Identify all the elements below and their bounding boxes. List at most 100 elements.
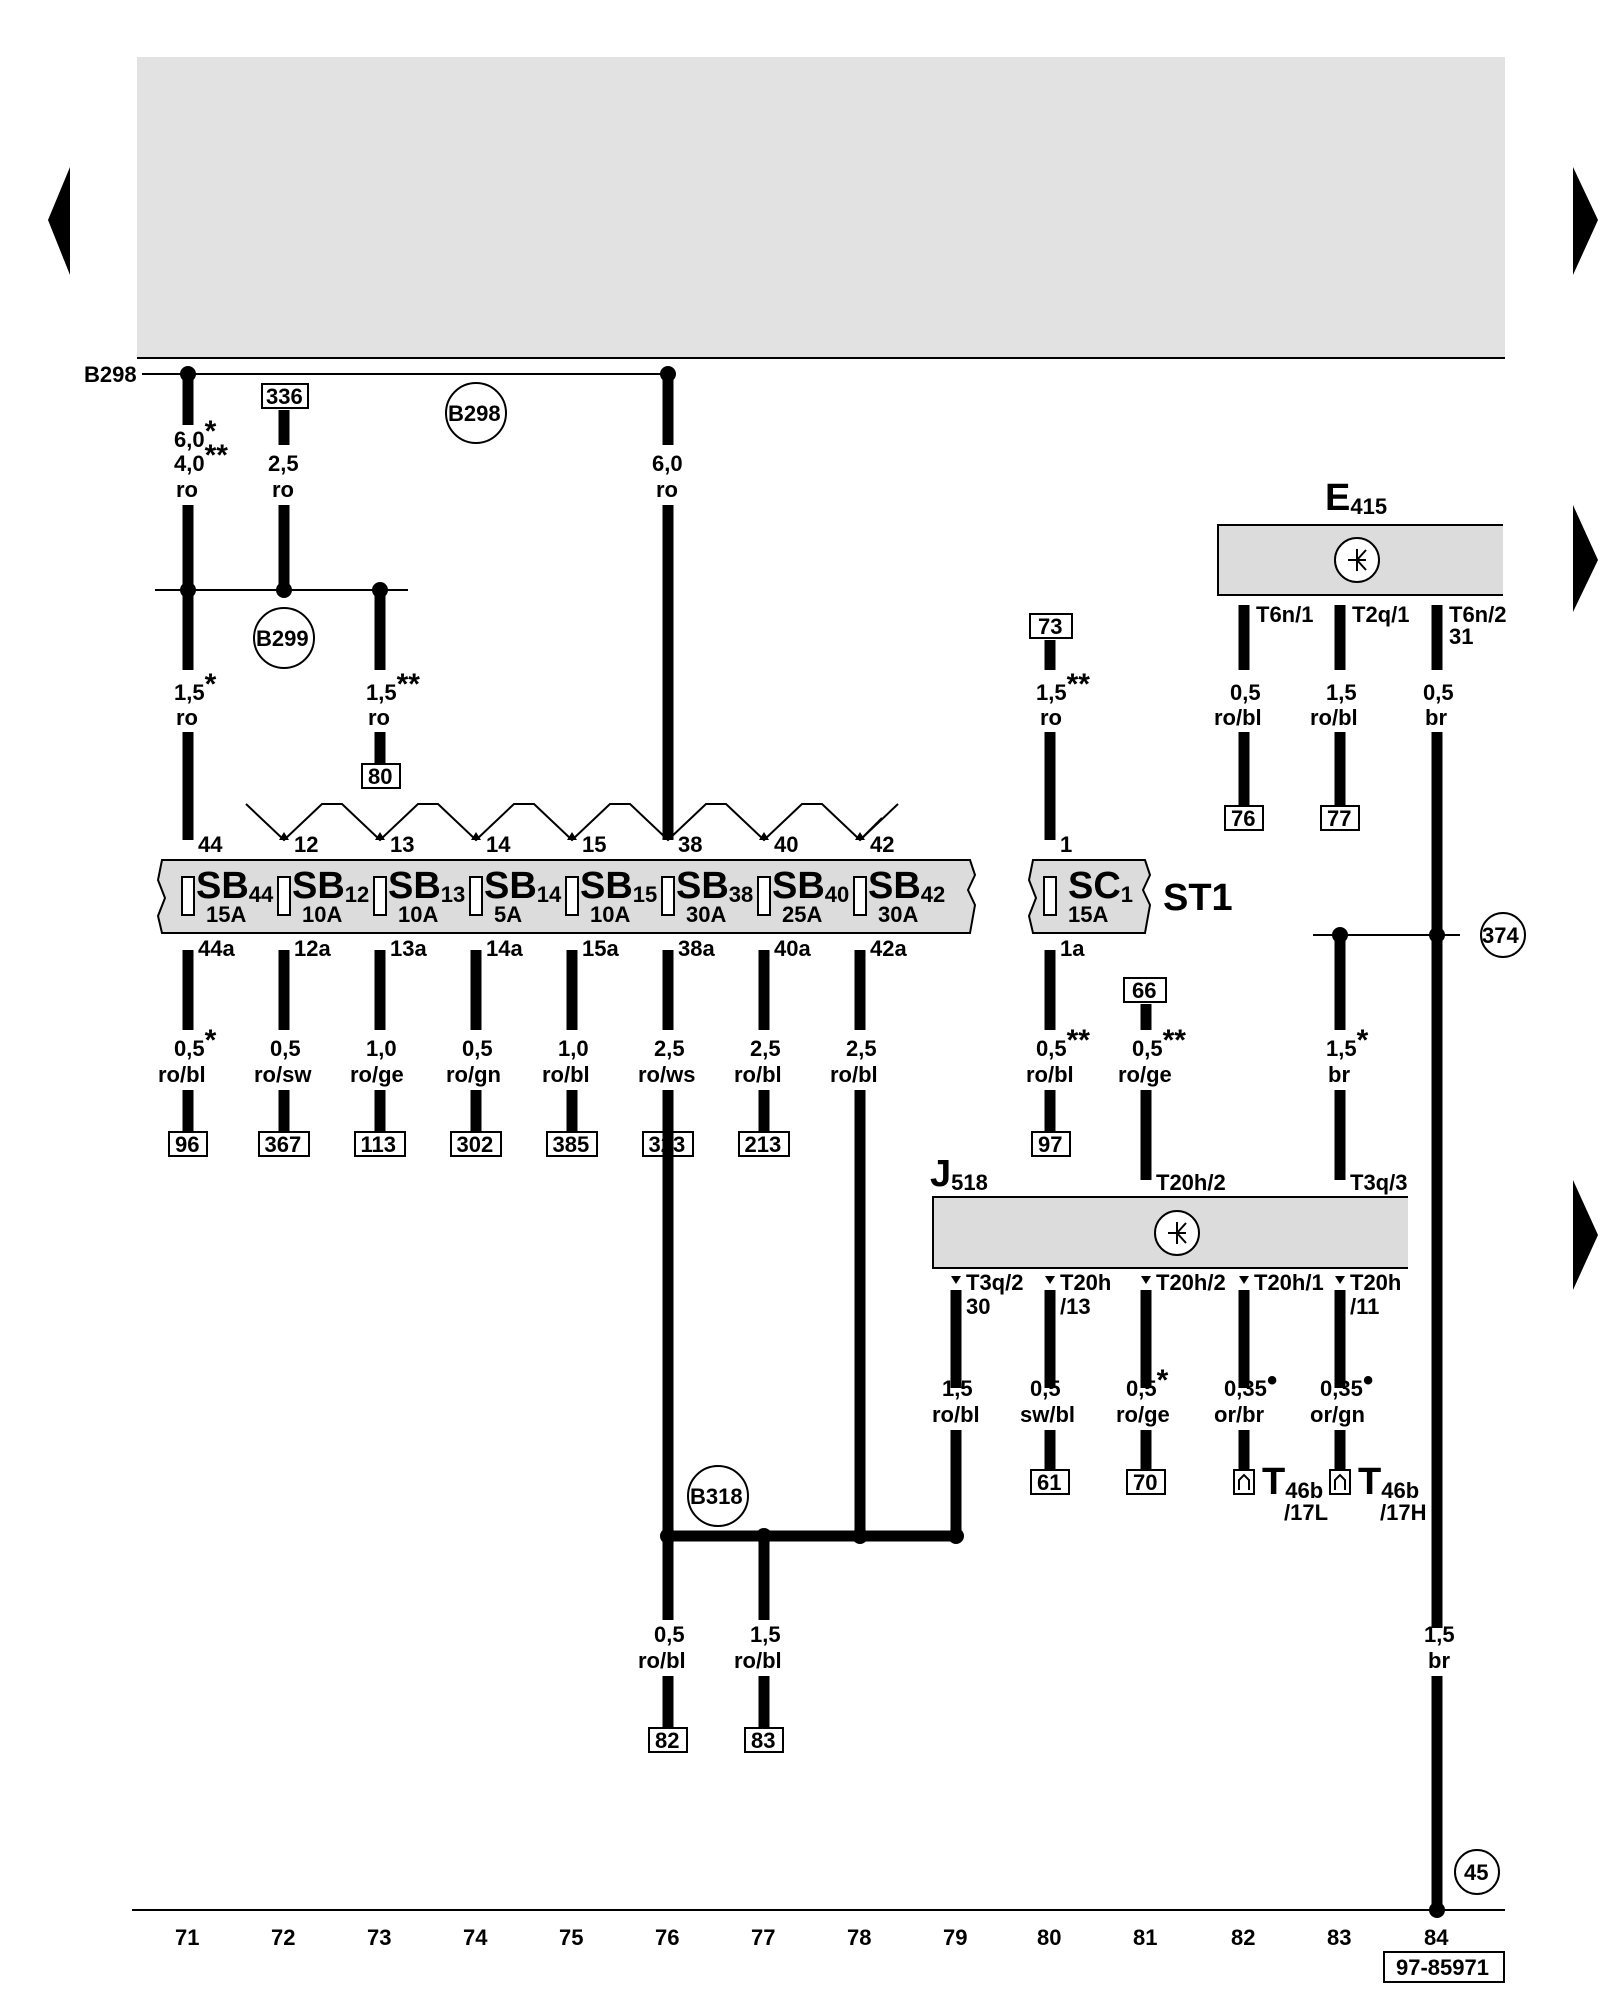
svg-text:1a: 1a [1060, 936, 1085, 961]
j518-pin-label: T20h [1060, 1270, 1111, 1295]
dest-box-70[interactable]: 70 [1126, 1469, 1166, 1495]
dest-box-113[interactable]: 113 [354, 1131, 406, 1157]
svg-text:ro/bl: ro/bl [932, 1402, 980, 1427]
wire-color: ro/bl [734, 1062, 782, 1087]
fuse-rating: 5A [494, 902, 522, 927]
wire-size: 0,35• [1224, 1364, 1277, 1401]
svg-text:97-85971: 97-85971 [1396, 1955, 1489, 1980]
fuse-pin-in: 42 [870, 832, 894, 857]
fuse-pin-in: 38 [678, 832, 702, 857]
dest-box-61[interactable]: 61 [1030, 1469, 1070, 1495]
fuse-sc1[interactable]: 73 1,5** ro 1 SC1 15A 1a 0,5** ro/bl 97 [1026, 613, 1133, 1157]
svg-text:4,0**: 4,0** [174, 439, 228, 476]
fuse-name: SB15 [580, 865, 657, 907]
nav-left-arrow-icon[interactable] [48, 167, 70, 275]
wire-color: ro/gn [446, 1062, 501, 1087]
svg-text:ro/bl: ro/bl [1026, 1062, 1074, 1087]
column-number: 72 [271, 1925, 295, 1950]
svg-text:0,5**: 0,5** [1132, 1024, 1186, 1061]
b299-connector-circle: B299 [253, 607, 315, 669]
dest-box-66[interactable]: 66 [1123, 977, 1167, 1003]
diagram-id-box: 97-85971 [1383, 1951, 1505, 1983]
dest-box-76[interactable]: 76 [1224, 805, 1264, 831]
svg-text:1: 1 [1060, 832, 1072, 857]
dest-box-302[interactable]: 302 [450, 1131, 502, 1157]
nav-right-arrow-icon-1[interactable] [1573, 167, 1598, 275]
ground-circle-45: 45 [1454, 1849, 1500, 1895]
wire-color: ro/ws [638, 1062, 695, 1087]
svg-text:E415: E415 [1325, 477, 1387, 519]
fuse-name: SB44 [196, 865, 274, 907]
svg-text:76: 76 [1231, 806, 1255, 831]
dest-box-385[interactable]: 385 [546, 1131, 598, 1157]
dest-box-73[interactable]: 73 [1029, 613, 1073, 639]
j518-pin-label: T3q/2 [966, 1270, 1023, 1295]
svg-text:96: 96 [175, 1132, 199, 1157]
st1-label: ST1 [1163, 877, 1233, 919]
module-e415: E415 [1217, 477, 1503, 596]
wire-size: 0,5 [1423, 680, 1454, 705]
svg-text:213: 213 [745, 1132, 782, 1157]
connector-circle-374: 374 [1480, 912, 1526, 958]
j518-pin-label: T20h [1350, 1270, 1401, 1295]
fuse-name: SB13 [388, 865, 465, 907]
j518-pin-1[interactable]: T3q/230 [951, 1270, 1023, 1319]
wire-color: ro/bl [734, 1648, 782, 1673]
fuse-pin-in: 14 [486, 832, 511, 857]
dest-box-367[interactable]: 367 [258, 1131, 310, 1157]
wire-size: 0,5 [1230, 680, 1261, 705]
svg-text:ro: ro [272, 477, 294, 502]
svg-text:1,5: 1,5 [942, 1376, 973, 1401]
fuse-pin-in: 13 [390, 832, 414, 857]
connector-t46b: T46b [1358, 1461, 1419, 1503]
wire-color: ro/bl [158, 1062, 206, 1087]
fuse-name: SB42 [868, 865, 945, 907]
dest-box-96[interactable]: 96 [168, 1131, 208, 1157]
svg-text:br: br [1328, 1062, 1350, 1087]
column-number: 73 [367, 1925, 391, 1950]
svg-text:336: 336 [266, 384, 303, 409]
dest-box-80[interactable]: 80 [361, 763, 401, 789]
dest-box-77[interactable]: 77 [1320, 805, 1360, 831]
svg-text:T20h/2: T20h/2 [1156, 1170, 1226, 1195]
wire-size: 1,0 [558, 1036, 589, 1061]
svg-text:113: 113 [361, 1132, 397, 1157]
column-number: 84 [1424, 1925, 1449, 1950]
nav-right-arrow-icon-3[interactable] [1573, 1180, 1598, 1290]
dest-box-82[interactable]: 82 [648, 1727, 688, 1753]
dest-box-97[interactable]: 97 [1031, 1131, 1071, 1157]
fuse-pin-out: 12a [294, 936, 331, 961]
wire-color: ro/bl [638, 1648, 686, 1673]
dest-box-336[interactable]: 336 [261, 383, 309, 409]
wire-size: 0,5 [1030, 1376, 1061, 1401]
e415-pin-label: T2q/1 [1352, 602, 1409, 627]
wire-color: ro/ge [350, 1062, 404, 1087]
fuse-pin-in: 40 [774, 832, 798, 857]
svg-text:15A: 15A [1068, 902, 1108, 927]
dest-box-213[interactable]: 213 [738, 1131, 790, 1157]
column-number: 80 [1037, 1925, 1061, 1950]
svg-text:83: 83 [751, 1728, 775, 1753]
nav-right-arrow-icon-2[interactable] [1573, 505, 1598, 612]
connector-t46b: T46b [1262, 1461, 1323, 1503]
dest-box-83[interactable]: 83 [744, 1727, 784, 1753]
svg-text:6,0: 6,0 [652, 451, 683, 476]
svg-text:1,5: 1,5 [1424, 1622, 1455, 1647]
svg-text:br: br [1428, 1648, 1450, 1673]
